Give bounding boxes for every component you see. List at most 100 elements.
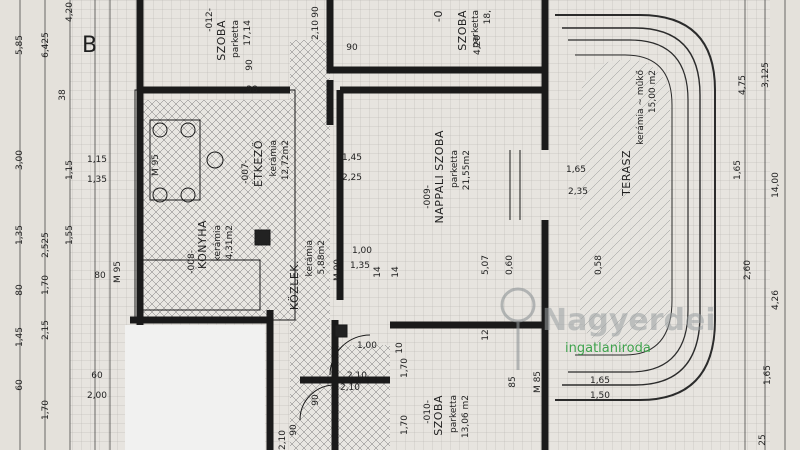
room-number-011: -0 — [432, 10, 445, 22]
right-dimension-label: 25 — [758, 434, 768, 445]
terrace-floor — [580, 60, 670, 350]
inner-dimension-label: 5,07 — [481, 255, 491, 275]
watermark: Nagyerdei ingatlaniroda — [500, 287, 716, 370]
right-dimension-label: 3,125 — [761, 62, 771, 88]
room-floor-konyha: kerámia — [213, 225, 223, 261]
inner-dimension-label: 4,20 — [473, 35, 483, 55]
inner-dimension-label: 1,00 — [352, 246, 372, 256]
room-name-etkezo: ÉTKEZŐ — [251, 140, 265, 187]
room-name-szoba-011: SZOBA — [456, 10, 469, 51]
right-dimension-label: 2,60 — [743, 260, 753, 280]
inner-dimension-label: 2,10 — [278, 430, 288, 450]
left-dimension-label: 1,55 — [65, 225, 75, 245]
left-dimension-annotations: 4,20 5,85 6,425 3,00 2,525 1,15 1,55 1,35 80 1,70… — [15, 2, 107, 420]
inner-dimension-label: 14 — [391, 266, 401, 278]
left-dimension-label: 38 — [58, 89, 68, 101]
inner-dimension-label: M 95 — [113, 261, 123, 283]
blank-patch — [125, 325, 265, 450]
inner-dimension-label: 38 — [246, 85, 258, 95]
inner-dimension-label: 90 — [311, 394, 321, 406]
inner-dimension-label: M 95 — [151, 154, 161, 176]
left-dimension-label: 1,15 — [87, 155, 107, 165]
right-dimension-annotations: 4,75 3,125 1,65 14,00 2,60 4,26 1,65 25 — [733, 62, 781, 446]
left-dimension-label: 1,35 — [87, 175, 107, 185]
left-dimension-label: 4,20 — [65, 2, 75, 22]
left-dimension-label: 60 — [91, 371, 103, 381]
room-name-konyha: KONYHA — [196, 220, 209, 269]
inner-dimension-label: 0,58 — [594, 255, 604, 275]
watermark-tree-icon — [500, 287, 536, 370]
room-floor-kozlek: kerámia — [305, 240, 315, 276]
left-dimension-label: 1,70 — [41, 400, 51, 420]
room-name-nappali: NAPPALI SZOBA — [433, 130, 446, 223]
terrace-outline — [555, 14, 716, 401]
inner-dimension-label: 90 — [289, 424, 299, 436]
inner-dimension-label: 2,10 — [340, 383, 360, 393]
room-floor-nappali: parketta — [450, 150, 460, 188]
room-floor-terasz: kerámia ~ műkő — [636, 70, 646, 145]
right-dimension-lines — [744, 0, 786, 450]
room-area-011: 18, — [483, 10, 493, 24]
inner-dimension-label: M 90 — [333, 259, 343, 281]
inner-dimension-label: 90 — [346, 43, 358, 53]
inner-dimension-label: 2,35 — [568, 187, 588, 197]
room-area-konyha: 4,31m2 — [225, 225, 235, 260]
inner-dimension-label: 10 — [395, 342, 405, 354]
inner-dimension-label: 0,60 — [505, 255, 515, 275]
grid-axis-label: B — [82, 33, 97, 58]
left-dimension-label: 2,15 — [41, 320, 51, 340]
left-dimension-label: 5,85 — [15, 35, 25, 55]
dining-hatch — [140, 100, 300, 320]
right-dimension-label: 1,65 — [733, 160, 743, 180]
room-area-kozlek: 5,88m2 — [317, 240, 327, 275]
right-dimension-label: 14,00 — [771, 172, 781, 198]
inner-dimension-label: 1,00 — [357, 341, 377, 351]
inner-dimension-label: 1,70 — [400, 415, 410, 435]
inner-dimension-label: 12 — [481, 329, 491, 340]
left-dimension-label: 3,00 — [15, 150, 25, 170]
room-floor-012: parketta — [231, 20, 241, 58]
inner-dimension-label: 85 — [508, 376, 518, 387]
inner-dimension-label: 1,65 — [566, 165, 586, 175]
room-area-szoba-010: 13,06 m2 — [461, 395, 471, 438]
room-floor-011: parketta — [471, 10, 481, 48]
inner-dimension-label: 1,65 — [590, 376, 610, 386]
inner-dimension-label: 2,10 — [311, 20, 321, 40]
inner-dimension-label: 90 — [311, 6, 321, 18]
inner-dimension-label: 1,70 — [400, 358, 410, 378]
room-number-012: -012- — [205, 8, 215, 32]
left-dimension-label: 80 — [94, 271, 106, 281]
room-number-007: -007- — [241, 160, 251, 184]
inner-dimension-label: 1,50 — [590, 391, 610, 401]
inner-dimension-annotations: 902,10384,20901,452,251,652,35901,001,35… — [113, 6, 610, 450]
room-labels: SZOBA -012- parketta 17,14 -0 SZOBA park… — [187, 8, 658, 438]
room-name-szoba-010: SZOBA — [432, 395, 445, 436]
room-area-terasz: 15,00 m2 — [648, 70, 658, 113]
inner-dimension-label: 14 — [373, 266, 383, 278]
room-area-012: 17,14 — [243, 20, 253, 46]
left-dimension-lines — [19, 0, 111, 450]
left-dimension-label: 1,15 — [65, 160, 75, 180]
right-dimension-label: 1,65 — [763, 365, 773, 385]
room-floor-szoba-010: parketta — [449, 395, 459, 433]
room-area-etkezo: 12,72m2 — [281, 140, 291, 180]
room-name-terasz: TERASZ — [620, 150, 633, 197]
left-dimension-label: 1,45 — [15, 327, 25, 347]
inner-dimension-label: 90 — [245, 59, 255, 71]
right-dimension-label: 4,26 — [771, 290, 781, 310]
watermark-subtitle: ingatlaniroda — [565, 341, 651, 356]
room-number-009: -009- — [423, 185, 433, 209]
right-dimension-label: 4,75 — [738, 75, 748, 95]
left-dimension-label: 2,525 — [41, 232, 51, 258]
left-dimension-label: 1,70 — [41, 275, 51, 295]
left-dimension-label: 6,425 — [41, 32, 51, 58]
room-floor-etkezo: kerámia — [269, 140, 279, 176]
inner-dimension-label: 2,10 — [347, 371, 367, 381]
inner-dimension-label: 1,45 — [342, 153, 362, 163]
room-name-kozlek: KÖZLEK. — [288, 260, 301, 310]
left-dimension-label: 80 — [15, 284, 25, 296]
inner-dimension-label: 1,35 — [350, 261, 370, 271]
room-number-010: -010- — [423, 400, 433, 424]
inner-dimension-label: 2,25 — [342, 173, 362, 183]
inner-dimension-label: M 85 — [533, 371, 543, 393]
